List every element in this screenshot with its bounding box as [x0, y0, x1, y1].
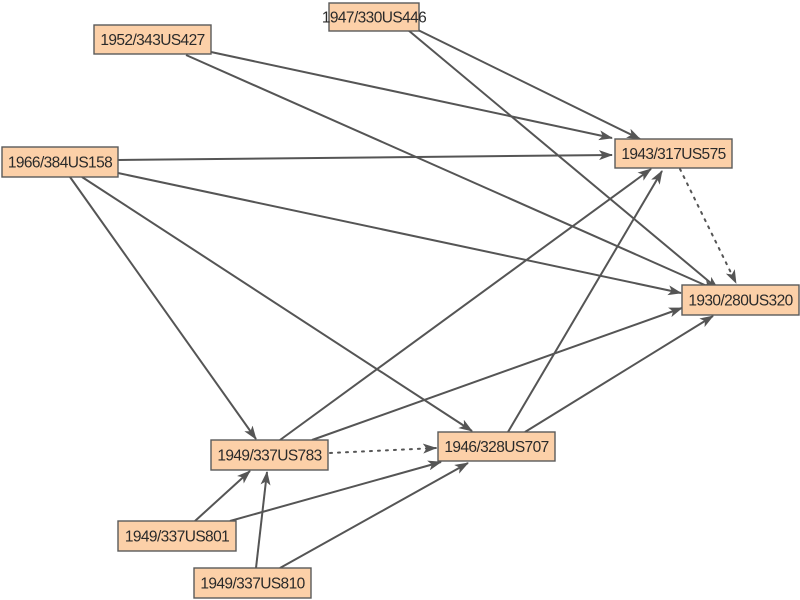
node-box[interactable]	[614, 138, 733, 169]
node-1949-337us801[interactable]: 1949/337US801	[117, 520, 237, 552]
node-1943-317us575[interactable]: 1943/317US575	[614, 138, 733, 169]
edge-707-to-575	[507, 170, 663, 433]
node-label: 1947/330US446	[322, 10, 426, 27]
node-1947-330us446[interactable]: 1947/330US446	[322, 2, 427, 32]
node-label: 1930/280US320	[688, 293, 793, 310]
edge-810-to-783	[255, 471, 271, 569]
node-box[interactable]	[193, 567, 312, 599]
node-label: 1943/317US575	[621, 146, 725, 163]
node-1949-337us783[interactable]: 1949/337US783	[210, 439, 329, 471]
edge-427-to-320	[185, 54, 717, 291]
node-label: 1966/384US158	[8, 155, 112, 172]
node-1949-337us810[interactable]: 1949/337US810	[193, 567, 312, 599]
edge-801-to-707	[229, 460, 442, 522]
edge-783-to-707	[329, 443, 437, 454]
node-box[interactable]	[93, 24, 212, 55]
edges-layer	[69, 29, 737, 569]
node-box[interactable]	[328, 2, 420, 32]
node-label: 1946/328US707	[444, 439, 548, 456]
edge-707-to-320	[524, 315, 714, 433]
node-box[interactable]	[437, 431, 556, 462]
edge-446-to-320	[407, 29, 719, 290]
node-1952-343us427[interactable]: 1952/343US427	[93, 24, 212, 55]
edge-158-to-783	[69, 176, 257, 440]
node-box[interactable]	[681, 284, 800, 316]
node-box[interactable]	[210, 439, 329, 471]
edge-427-to-575	[210, 51, 613, 141]
node-1966-384us158[interactable]: 1966/384US158	[1, 146, 119, 178]
node-box[interactable]	[117, 520, 237, 552]
node-box[interactable]	[1, 146, 119, 178]
node-1946-328us707[interactable]: 1946/328US707	[437, 431, 556, 462]
edge-575-to-320	[679, 168, 737, 284]
edge-783-to-575	[279, 168, 652, 441]
edge-810-to-707	[279, 462, 469, 569]
node-label: 1949/337US783	[217, 448, 321, 465]
node-1930-280us320[interactable]: 1930/280US320	[681, 284, 800, 316]
edge-783-to-320	[311, 307, 683, 441]
edge-446-to-575	[417, 29, 641, 140]
edge-158-to-320	[117, 172, 682, 296]
node-label: 1952/343US427	[100, 32, 204, 49]
node-label: 1949/337US810	[200, 576, 305, 593]
edge-158-to-707	[81, 176, 473, 432]
edge-801-to-783	[194, 470, 251, 522]
edge-158-to-575	[117, 150, 613, 161]
node-label: 1949/337US801	[125, 529, 229, 546]
